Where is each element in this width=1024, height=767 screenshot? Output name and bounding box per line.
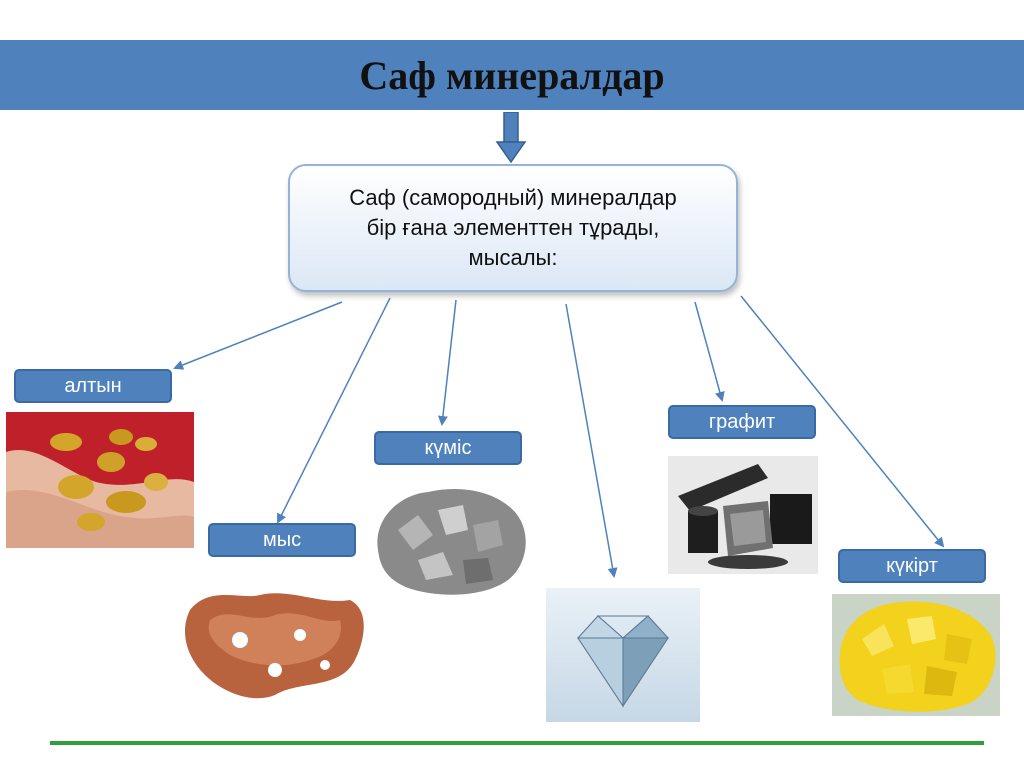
definition-box: Саф (самородный) минералдар бір ғана эле… bbox=[288, 164, 738, 292]
label-sulfur: күкірт bbox=[838, 549, 986, 583]
title-bar: Саф минералдар bbox=[0, 40, 1024, 110]
arrow-to-diamond bbox=[565, 303, 618, 578]
down-arrow-icon bbox=[495, 112, 527, 164]
label-gold: алтын bbox=[14, 369, 172, 403]
label-graphite: графит bbox=[668, 405, 816, 439]
arrow-to-sulfur bbox=[740, 295, 945, 548]
definition-line-2: бір ғана элементтен тұрады, bbox=[366, 215, 660, 241]
definition-line-3: мысалы: bbox=[468, 244, 558, 270]
footer-line bbox=[50, 741, 984, 745]
label-copper: мыс bbox=[208, 523, 356, 557]
label-silver: күміс bbox=[374, 431, 522, 465]
arrow-to-gold bbox=[173, 301, 343, 370]
definition-text: Саф (самородный) минералдар бір ғана эле… bbox=[349, 183, 676, 272]
copper-image bbox=[180, 580, 376, 708]
arrow-to-copper bbox=[277, 297, 391, 524]
sulfur-image bbox=[832, 594, 1000, 716]
definition-line-1: Саф (самородный) минералдар bbox=[349, 185, 677, 211]
diamond-image bbox=[546, 588, 700, 722]
page-title: Саф минералдар bbox=[359, 52, 665, 98]
graphite-image bbox=[668, 456, 818, 574]
arrow-to-graphite bbox=[694, 301, 725, 402]
arrow-to-silver bbox=[437, 299, 457, 426]
gold-nuggets-image bbox=[6, 412, 194, 548]
silver-image bbox=[368, 480, 534, 600]
